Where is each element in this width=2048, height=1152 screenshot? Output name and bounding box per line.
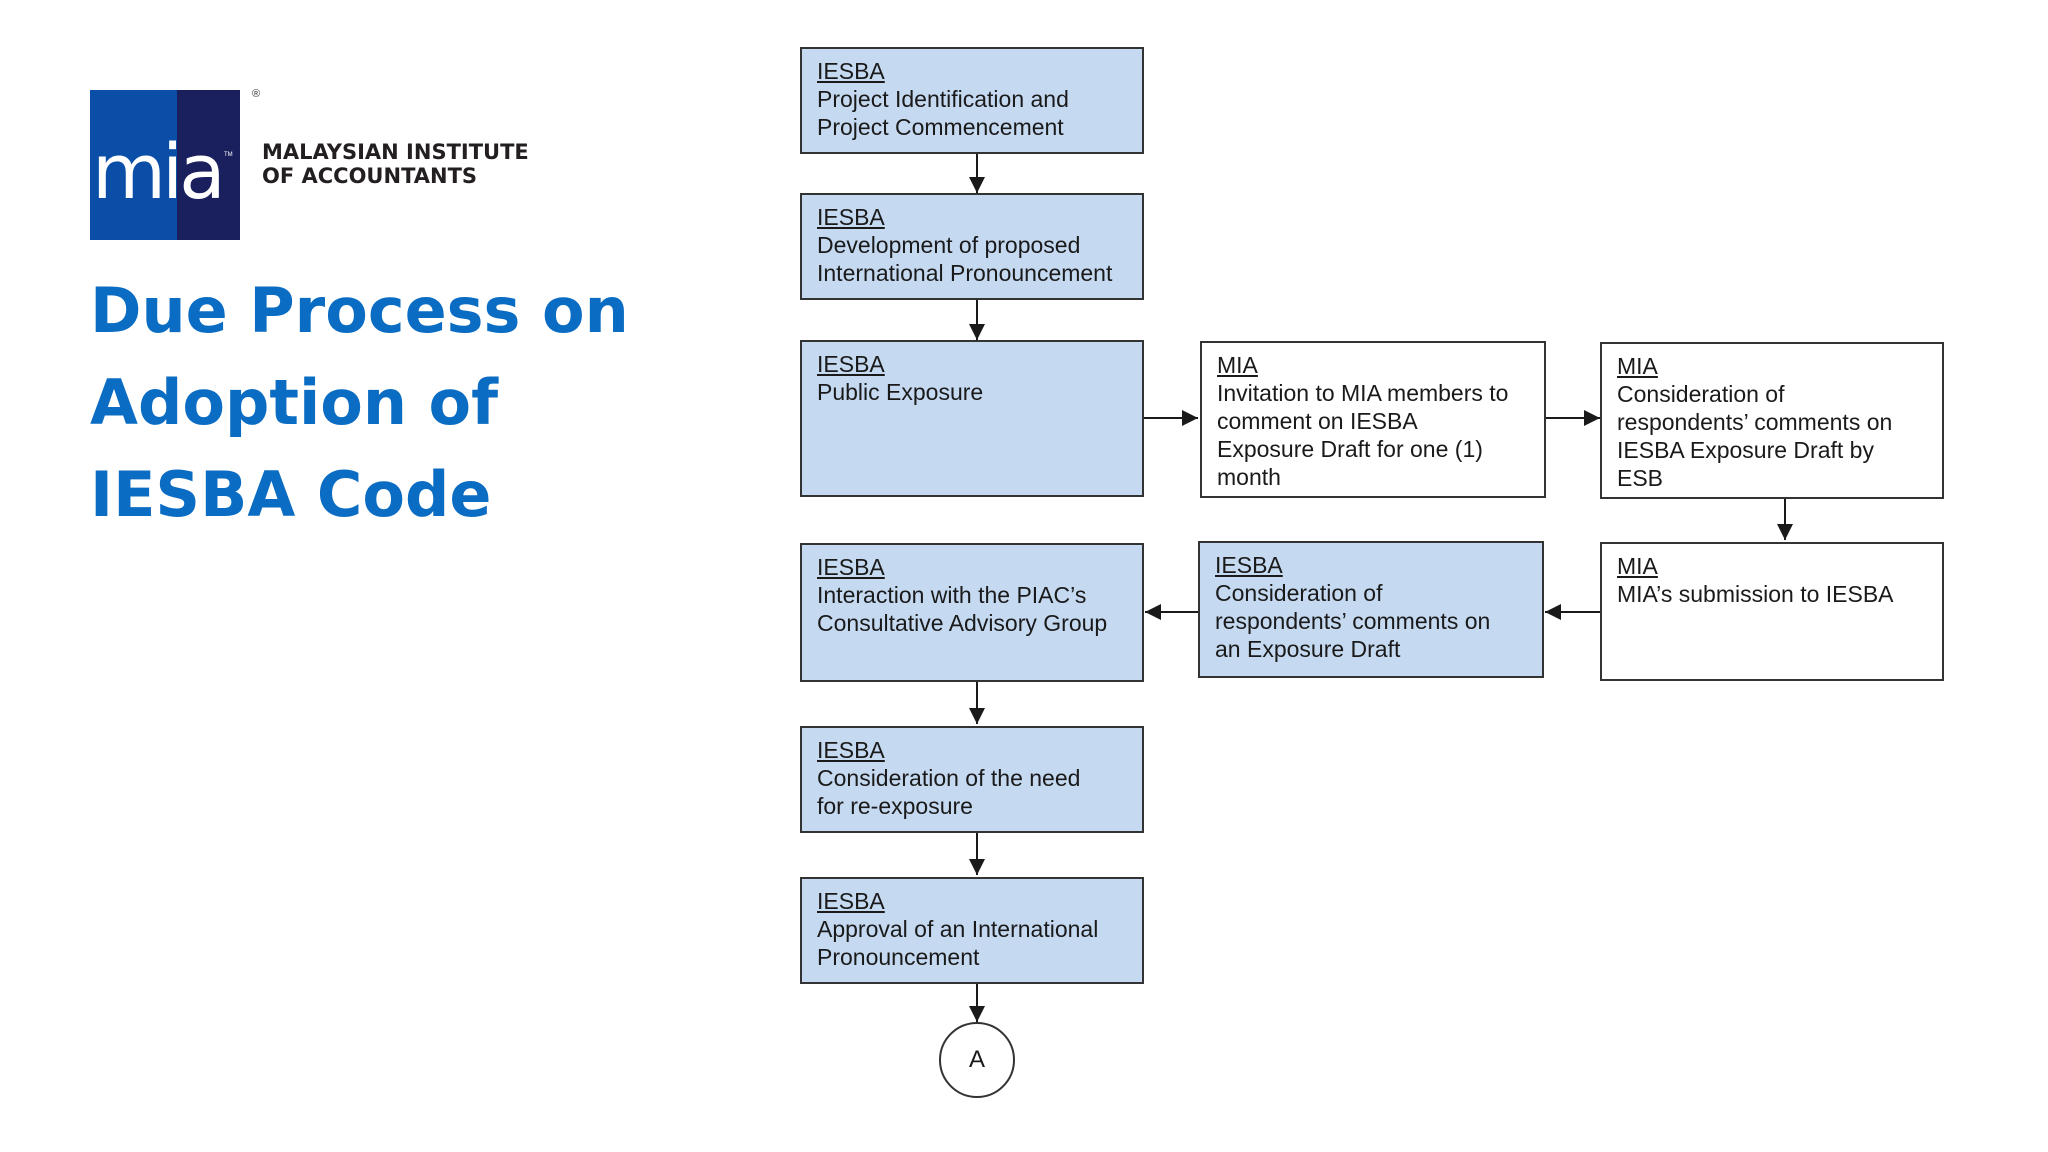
connector-circle-a: A [939,1022,1015,1098]
flow-box-header: MIA [1217,352,1258,378]
logo-trademark: TM [224,152,233,158]
flow-box-text: Public Exposure [817,379,984,405]
page-title: Due Process on Adoption of IESBA Code [90,265,650,541]
flow-box-text: Invitation to MIA members to comment on … [1217,380,1509,490]
flow-box-public-exposure: IESBA Public Exposure [800,340,1144,497]
flow-box-approval: IESBA Approval of an International Prono… [800,877,1144,984]
logo-dark-panel [177,90,240,240]
logo-wordmark: mia [92,127,226,216]
flow-box-iesba-consideration: IESBA Consideration of respondents’ comm… [1198,541,1544,678]
flow-box-mia-submission: MIA MIA’s submission to IESBA [1600,542,1944,681]
registered-mark: ® [252,88,261,100]
flow-box-text: Consideration of respondents’ comments o… [1617,381,1893,491]
flow-box-piac-interaction: IESBA Interaction with the PIAC’s Consul… [800,543,1144,682]
flow-box-header: IESBA [817,737,885,763]
flow-box-text: Interaction with the PIAC’s Consultative… [817,582,1108,636]
flow-box-header: IESBA [817,888,885,914]
flow-box-text: Development of proposed International Pr… [817,232,1113,286]
flow-box-header: IESBA [817,554,885,580]
organization-name-line2: OF ACCOUNTANTS [262,164,478,188]
flow-box-header: MIA [1617,353,1658,379]
flow-box-mia-consideration: MIA Consideration of respondents’ commen… [1600,342,1944,499]
flow-box-header: IESBA [1215,552,1283,578]
flow-box-text: Approval of an International Pronounceme… [817,916,1099,970]
mia-logo: mia TM [90,90,240,240]
flow-box-header: IESBA [817,351,885,377]
flow-box-re-exposure: IESBA Consideration of the need for re-e… [800,726,1144,833]
flow-box-text: Consideration of respondents’ comments o… [1215,580,1491,662]
flow-box-header: MIA [1617,553,1658,579]
page-title-line1: Due Process on [90,274,629,347]
page-title-line3: IESBA Code [90,458,492,531]
flow-box-text: Consideration of the need for re-exposur… [817,765,1081,819]
flow-box-mia-invitation: MIA Invitation to MIA members to comment… [1200,341,1546,498]
flow-box-text: Project Identification and Project Comme… [817,86,1069,140]
organization-name-line1: MALAYSIAN INSTITUTE [262,140,529,164]
flow-box-header: IESBA [817,204,885,230]
flow-box-development: IESBA Development of proposed Internatio… [800,193,1144,300]
organization-name: MALAYSIAN INSTITUTE OF ACCOUNTANTS [262,140,529,188]
page-title-line2: Adoption of [90,366,499,439]
flow-box-text: MIA’s submission to IESBA [1617,581,1894,607]
flow-box-header: IESBA [817,58,885,84]
flow-box-project-identification: IESBA Project Identification and Project… [800,47,1144,154]
